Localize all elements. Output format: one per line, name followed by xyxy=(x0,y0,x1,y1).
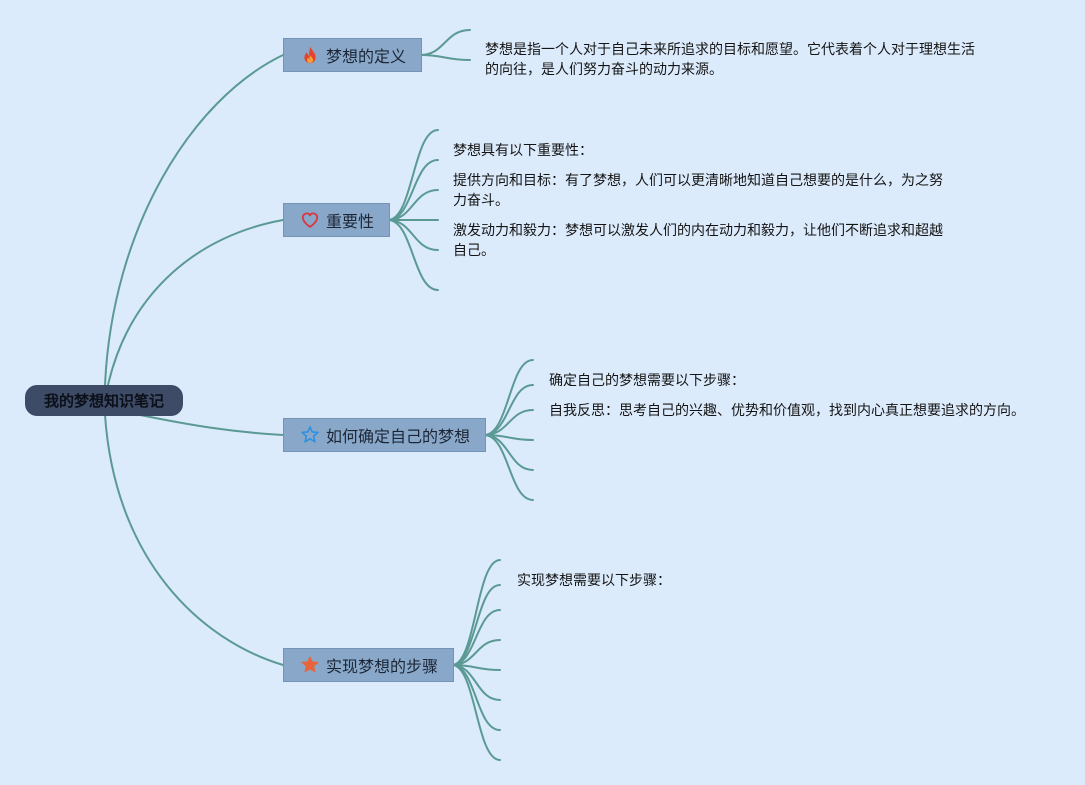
star-outline-icon xyxy=(301,426,319,444)
fire-icon xyxy=(301,46,319,64)
star-filled-icon xyxy=(301,656,319,674)
connector-leaf xyxy=(483,434,534,501)
connector-leaf xyxy=(419,29,471,56)
connector-leaf xyxy=(387,129,439,221)
leaf-topic-self-reflection[interactable]: 自我反思：思考自己的兴趣、优势和价值观，找到内心真正想要追求的方向。 xyxy=(549,403,1025,419)
connector-leaf xyxy=(483,359,534,436)
leaf-topic-steps-intro[interactable]: 实现梦想需要以下步骤： xyxy=(517,573,671,589)
connector-leaf xyxy=(451,664,501,761)
root-topic[interactable]: 我的梦想知识笔记 xyxy=(25,385,183,416)
branch-topic-label: 重要性 xyxy=(326,212,375,231)
connector-leaf xyxy=(387,159,439,221)
branch-topic-determine-dream[interactable]: 如何确定自己的梦想 xyxy=(283,418,487,452)
branch-topic-label: 实现梦想的步骤 xyxy=(326,657,439,676)
connector-root-to-definition xyxy=(104,54,284,386)
connector-leaf xyxy=(387,219,439,251)
leaf-topic-direction-goals[interactable]: 提供方向和目标：有了梦想，人们可以更清晰地知道自己想要的是什么，为之努力奋斗。 xyxy=(453,173,943,209)
connector-leaf xyxy=(451,609,501,666)
leaf-topic-definition[interactable]: 梦想是指一个人对于自己未来所追求的目标和愿望。它代表着个人对于理想生活的向往，是… xyxy=(485,42,975,78)
connector-leaf xyxy=(451,664,501,731)
root-topic-label: 我的梦想知识笔记 xyxy=(43,392,164,410)
leaf-topic-importance-intro[interactable]: 梦想具有以下重要性： xyxy=(453,143,593,159)
branch-topic-importance[interactable]: 重要性 xyxy=(283,203,391,237)
branch-topic-realize-steps[interactable]: 实现梦想的步骤 xyxy=(283,648,455,682)
heart-outline-icon xyxy=(301,211,319,229)
connector-root-to-determine xyxy=(139,414,284,436)
connector-root-to-importance xyxy=(107,219,284,386)
leaf-topic-motivation[interactable]: 激发动力和毅力：梦想可以激发人们的内在动力和毅力，让他们不断追求和超越自己。 xyxy=(453,223,943,259)
connector-root-to-steps xyxy=(104,414,284,666)
branch-topic-label: 如何确定自己的梦想 xyxy=(326,427,471,446)
connector-leaf xyxy=(419,54,471,61)
branch-topic-label: 梦想的定义 xyxy=(326,47,407,66)
connector-leaf xyxy=(387,219,439,291)
leaf-topic-determine-intro[interactable]: 确定自己的梦想需要以下步骤： xyxy=(549,373,745,389)
branch-topic-definition[interactable]: 梦想的定义 xyxy=(283,38,423,72)
